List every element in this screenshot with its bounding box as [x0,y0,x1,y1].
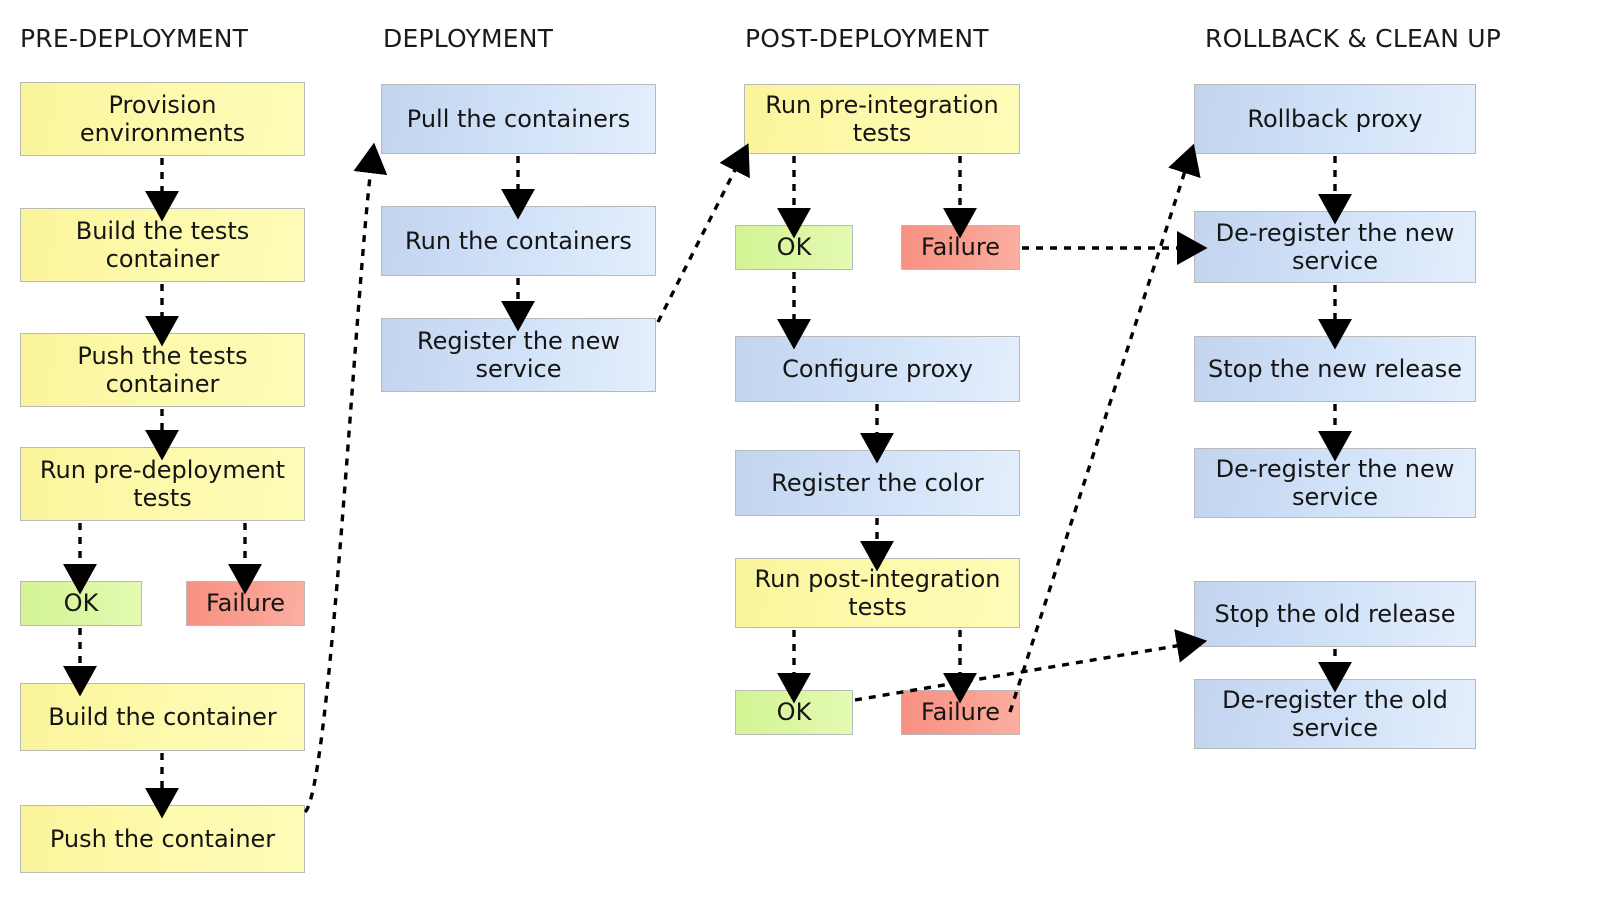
node-de-register-the-new-service-1[interactable]: De-register the new service [1194,211,1476,283]
node-build-the-container[interactable]: Build the container [20,683,305,751]
node-pull-the-containers[interactable]: Pull the containers [381,84,656,154]
column-header-post-deployment: POST-DEPLOYMENT [745,24,989,53]
node-de-register-the-old-service[interactable]: De-register the old service [1194,679,1476,749]
node-build-the-tests-container[interactable]: Build the tests container [20,208,305,282]
node-push-the-container[interactable]: Push the container [20,805,305,873]
node-post-failure-bottom[interactable]: Failure [901,690,1020,735]
node-run-post-integration-tests[interactable]: Run post-integration tests [735,558,1020,628]
edge-register-new-service-to-run-pre-integration [656,143,750,323]
node-register-the-color[interactable]: Register the color [735,450,1020,516]
edge-push-container-to-pull-containers [303,142,388,814]
edge-post-failure-bottom-to-rollback-proxy [1008,143,1201,713]
node-run-pre-integration-tests[interactable]: Run pre-integration tests [744,84,1020,154]
node-run-the-containers[interactable]: Run the containers [381,206,656,276]
node-post-ok-bottom[interactable]: OK [735,690,853,735]
node-pre-ok[interactable]: OK [20,581,142,626]
node-register-the-new-service[interactable]: Register the new service [381,318,656,392]
node-de-register-the-new-service-2[interactable]: De-register the new service [1194,448,1476,518]
node-push-the-tests-container[interactable]: Push the tests container [20,333,305,407]
node-provision-environments[interactable]: Provision environments [20,82,305,156]
node-post-ok-top[interactable]: OK [735,225,853,270]
node-run-pre-deployment-tests[interactable]: Run pre-deployment tests [20,447,305,521]
node-configure-proxy[interactable]: Configure proxy [735,336,1020,402]
column-header-deployment: DEPLOYMENT [383,24,554,53]
node-stop-the-new-release[interactable]: Stop the new release [1194,336,1476,402]
column-header-rollback-clean-up: ROLLBACK & CLEAN UP [1205,24,1502,53]
node-stop-the-old-release[interactable]: Stop the old release [1194,581,1476,647]
node-post-failure-top[interactable]: Failure [901,225,1020,270]
node-rollback-proxy[interactable]: Rollback proxy [1194,84,1476,154]
column-header-pre-deployment: PRE-DEPLOYMENT [20,24,249,53]
node-pre-failure[interactable]: Failure [186,581,305,626]
